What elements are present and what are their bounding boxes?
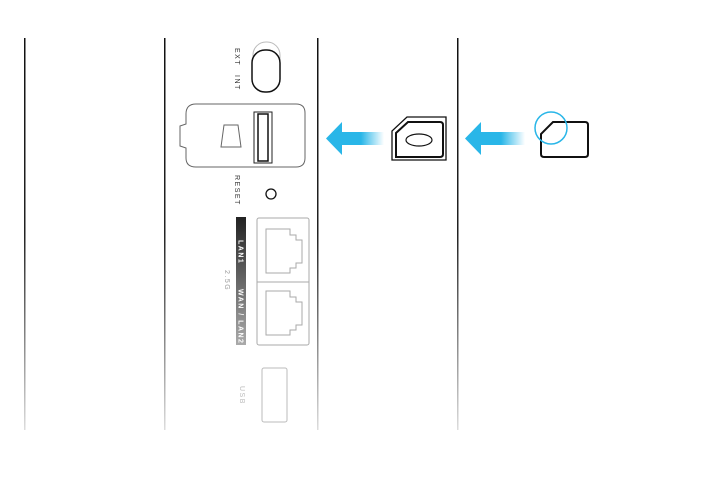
lan-label-bar [236, 217, 246, 345]
divider-line [24, 38, 26, 430]
speed-label: 2.5G [223, 270, 230, 291]
reset-label: RESET [233, 175, 240, 206]
arrow-left-icon [465, 122, 525, 155]
divider-line [457, 38, 459, 430]
reset-button [265, 188, 277, 200]
lan1-port-icon [265, 228, 303, 274]
ethernet-ports [256, 217, 310, 346]
usb-port [261, 367, 288, 423]
sim-card-icon [391, 116, 447, 161]
int-label: INT [233, 75, 240, 91]
cover-latch-icon [220, 124, 242, 148]
sim-card-icon [540, 121, 589, 158]
sim-slot-cover [179, 103, 306, 168]
arrow-left-icon [326, 122, 384, 155]
ext-label: EXT [233, 48, 240, 66]
lan1-label: LAN1 [237, 240, 244, 264]
wan-lan2-port-icon [265, 290, 303, 336]
divider-line [164, 38, 166, 430]
divider-line [317, 38, 319, 430]
antenna-switch [251, 41, 281, 93]
usb-label: USB [238, 386, 245, 405]
wan-lan2-label: WAN / LAN2 [237, 289, 244, 344]
sim-card-notch-highlight-icon [534, 111, 568, 145]
sim-slot [257, 113, 269, 162]
